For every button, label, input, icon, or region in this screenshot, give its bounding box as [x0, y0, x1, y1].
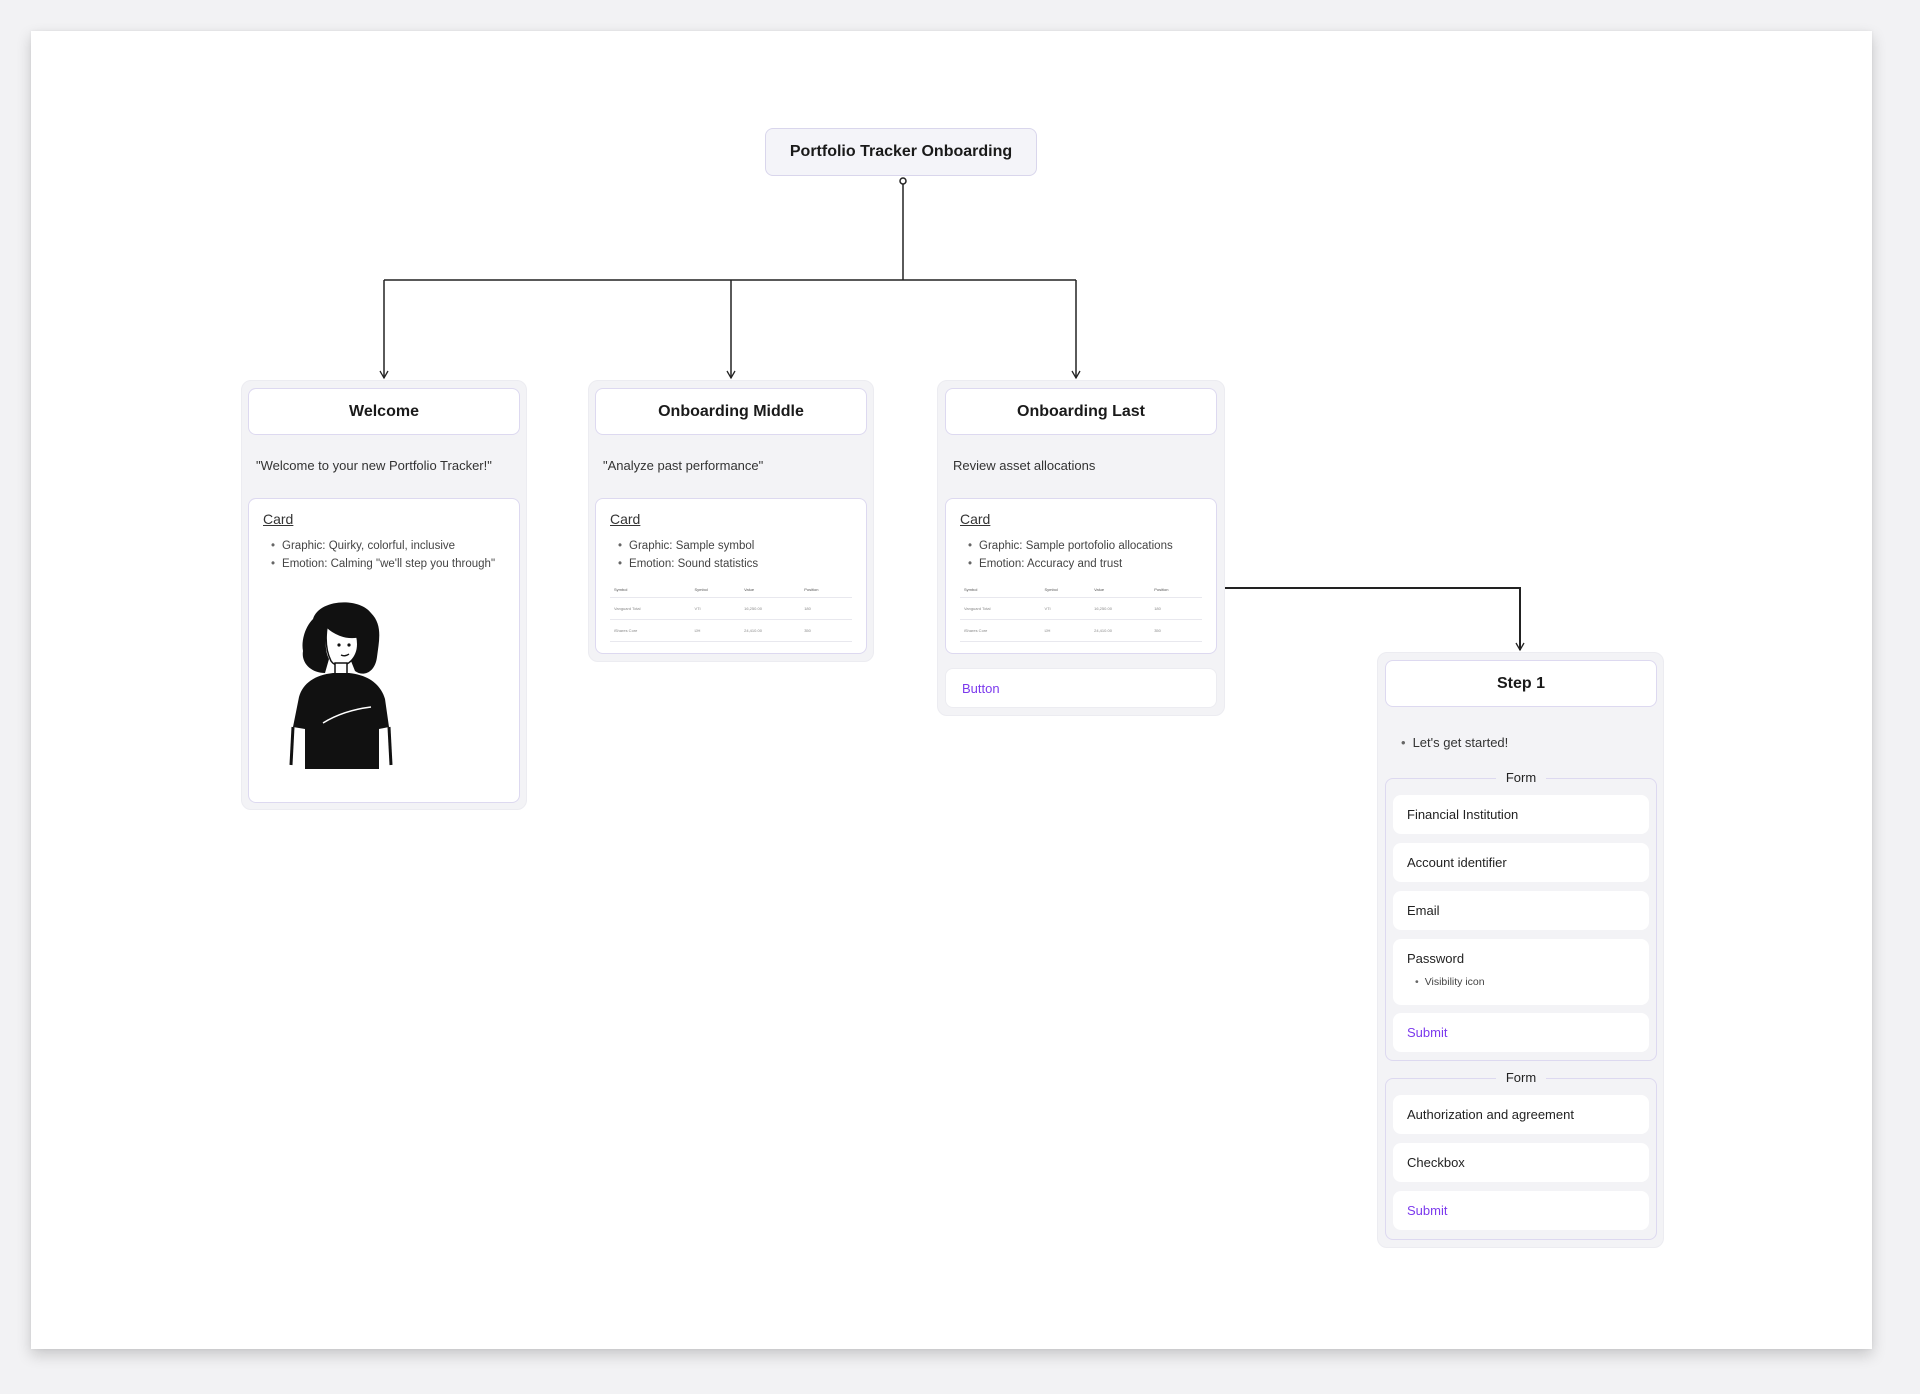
- financial-institution-field[interactable]: Financial Institution: [1393, 795, 1649, 834]
- table-header: Value: [740, 581, 801, 598]
- card-bullet: Graphic: Quirky, colorful, inclusive: [271, 537, 495, 555]
- sample-table: Symbol Symbol Value Position Vanguard To…: [610, 581, 852, 642]
- password-label: Password: [1407, 951, 1465, 966]
- form-title: Form: [1386, 770, 1656, 785]
- last-quote: Review asset allocations: [953, 458, 1096, 473]
- welcome-card[interactable]: Card Graphic: Quirky, colorful, inclusiv…: [248, 498, 520, 803]
- table-cell: VTI: [1040, 597, 1091, 620]
- table-row: iShares Core IJH 24,410.00 350: [960, 619, 1202, 642]
- table-cell: 180: [800, 597, 852, 620]
- card-title: Card: [263, 511, 294, 527]
- table-row: iShares Core IJH 24,410.00 350: [610, 619, 852, 642]
- bullet-text: Let's get started!: [1412, 735, 1509, 750]
- account-identifier-field[interactable]: Account identifier: [1393, 843, 1649, 882]
- email-field[interactable]: Email: [1393, 891, 1649, 930]
- table-header: Symbol: [960, 581, 1041, 598]
- form-title: Form: [1386, 1070, 1656, 1085]
- table-row: Vanguard Total VTI 16,250.00 180: [960, 597, 1202, 620]
- table-header: Symbol: [610, 581, 691, 598]
- table-header: Position: [800, 581, 852, 598]
- form-2: Form Authorization and agreement Checkbo…: [1385, 1070, 1657, 1240]
- table-header: Position: [1150, 581, 1202, 598]
- last-button[interactable]: Button: [945, 668, 1217, 708]
- card-bullets: Graphic: Sample symbol Emotion: Sound st…: [618, 537, 758, 573]
- card-bullet: Emotion: Calming "we'll step you through…: [271, 555, 495, 573]
- table-cell: Vanguard Total: [610, 597, 691, 620]
- step1-bullet: • Let's get started!: [1401, 735, 1508, 750]
- card-bullet: Emotion: Accuracy and trust: [968, 555, 1173, 573]
- table-cell: 350: [800, 619, 852, 642]
- table-cell: 24,410.00: [1090, 619, 1151, 642]
- submit-button[interactable]: Submit: [1393, 1191, 1649, 1230]
- last-header[interactable]: Onboarding Last: [945, 388, 1217, 435]
- table-header: Value: [1090, 581, 1151, 598]
- card-bullets: Graphic: Sample portofolio allocations E…: [968, 537, 1173, 573]
- checkbox-field[interactable]: Checkbox: [1393, 1143, 1649, 1182]
- table-row: Vanguard Total VTI 16,250.00 180: [610, 597, 852, 620]
- table-cell: 16,250.00: [1090, 597, 1151, 620]
- visibility-note: •Visibility icon: [1415, 976, 1485, 988]
- middle-header[interactable]: Onboarding Middle: [595, 388, 867, 435]
- authorization-field[interactable]: Authorization and agreement: [1393, 1095, 1649, 1134]
- table-cell: 180: [1150, 597, 1202, 620]
- table-cell: iShares Core: [610, 619, 691, 642]
- sample-table: Symbol Symbol Value Position Vanguard To…: [960, 581, 1202, 642]
- step1-header[interactable]: Step 1: [1385, 660, 1657, 707]
- table-header: Symbol: [1040, 581, 1091, 598]
- person-illustration: [289, 602, 393, 769]
- middle-card[interactable]: Card Graphic: Sample symbol Emotion: Sou…: [595, 498, 867, 654]
- welcome-quote: "Welcome to your new Portfolio Tracker!": [256, 458, 492, 473]
- table-header-row: Symbol Symbol Value Position: [610, 581, 852, 598]
- last-card[interactable]: Card Graphic: Sample portofolio allocati…: [945, 498, 1217, 654]
- password-field[interactable]: Password •Visibility icon: [1393, 939, 1649, 1005]
- table-header: Symbol: [690, 581, 741, 598]
- submit-button[interactable]: Submit: [1393, 1013, 1649, 1052]
- form-1: Form Financial Institution Account ident…: [1385, 770, 1657, 1061]
- table-cell: 16,250.00: [740, 597, 801, 620]
- card-bullet: Graphic: Sample symbol: [618, 537, 758, 555]
- card-bullet: Graphic: Sample portofolio allocations: [968, 537, 1173, 555]
- table-cell: 24,410.00: [740, 619, 801, 642]
- card-bullets: Graphic: Quirky, colorful, inclusive Emo…: [271, 537, 495, 573]
- welcome-header[interactable]: Welcome: [248, 388, 520, 435]
- root-node[interactable]: Portfolio Tracker Onboarding: [765, 128, 1037, 176]
- table-cell: VTI: [690, 597, 741, 620]
- table-cell: Vanguard Total: [960, 597, 1041, 620]
- table-cell: IJH: [690, 619, 741, 642]
- card-bullet: Emotion: Sound statistics: [618, 555, 758, 573]
- table-cell: 350: [1150, 619, 1202, 642]
- middle-quote: "Analyze past performance": [603, 458, 764, 473]
- bullet-dot: •: [1401, 735, 1406, 750]
- card-title: Card: [610, 511, 641, 527]
- table-cell: iShares Core: [960, 619, 1041, 642]
- table-cell: IJH: [1040, 619, 1091, 642]
- table-header-row: Symbol Symbol Value Position: [960, 581, 1202, 598]
- card-title: Card: [960, 511, 991, 527]
